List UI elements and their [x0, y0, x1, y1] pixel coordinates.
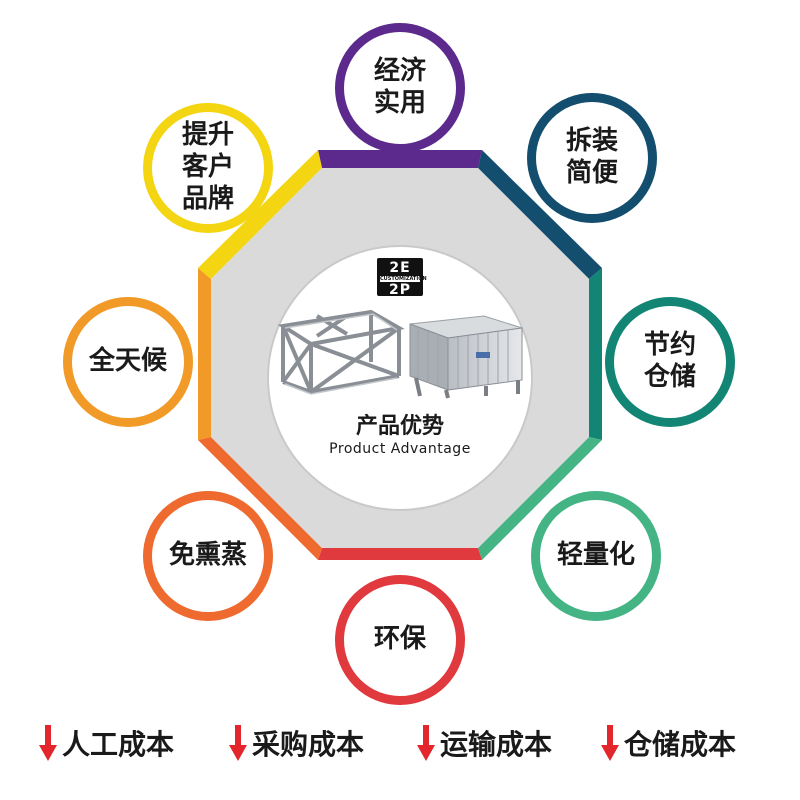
advantage-badge: 全天候: [63, 297, 193, 427]
down-arrow-icon: [229, 725, 247, 761]
advantage-badge: 免熏蒸: [143, 491, 273, 621]
brand-logo: 2E CUSTOMIZATION 2P: [377, 258, 427, 298]
advantage-label: 拆装 简便: [565, 126, 618, 188]
advantage-badge: 拆装 简便: [527, 93, 657, 223]
ring-segment: [478, 437, 602, 560]
cost-label: 人工成本: [62, 728, 175, 761]
cost-item-labor: 人工成本: [38, 718, 174, 768]
advantage-badge: 环保: [335, 575, 465, 705]
advantage-label: 轻量化: [556, 540, 635, 571]
cost-label: 仓储成本: [624, 728, 737, 761]
advantage-label: 环保: [373, 624, 426, 655]
cost-label: 采购成本: [252, 728, 365, 761]
advantage-label: 提升 客户 品牌: [181, 120, 234, 214]
product-title: 产品优势: [355, 414, 444, 439]
advantage-label: 经济 实用: [373, 56, 426, 118]
cost-label: 运输成本: [440, 728, 553, 761]
down-arrow-icon: [417, 725, 435, 761]
ring-segments: [198, 150, 602, 560]
advantage-label: 全天候: [88, 346, 167, 377]
ring-segment: [589, 268, 602, 440]
cost-item-storage: 仓储成本: [600, 718, 736, 768]
down-arrow-icon: [601, 725, 619, 761]
advantage-label: 免熏蒸: [168, 540, 247, 571]
logo-text-top: 2E: [389, 260, 411, 276]
down-arrow-icon: [39, 725, 57, 761]
advantage-badge: 提升 客户 品牌: [143, 103, 273, 233]
cost-reduction-row: 人工成本 采购成本 运输成本 仓储成本: [0, 718, 800, 768]
ring-segment: [198, 150, 322, 279]
steel-container-image: [409, 315, 523, 399]
product-subtitle: Product Advantage: [329, 441, 471, 457]
ring-segment: [318, 150, 482, 168]
advantage-badge: 节约 仓储: [605, 297, 735, 427]
logo-text-bottom: 2P: [388, 282, 411, 298]
ring-segment: [478, 150, 602, 279]
cost-item-purchase: 采购成本: [228, 718, 364, 768]
logo-text-mid: CUSTOMIZATION: [380, 276, 427, 282]
steel-rack-image: [277, 309, 405, 395]
advantage-badge: 轻量化: [531, 491, 661, 621]
ring-segment: [198, 268, 211, 440]
advantage-label: 节约 仓储: [643, 330, 696, 392]
cost-item-transport: 运输成本: [416, 718, 552, 768]
ring-segment: [198, 437, 322, 560]
ring-segment: [318, 548, 482, 560]
advantage-badge: 经济 实用: [335, 23, 465, 153]
